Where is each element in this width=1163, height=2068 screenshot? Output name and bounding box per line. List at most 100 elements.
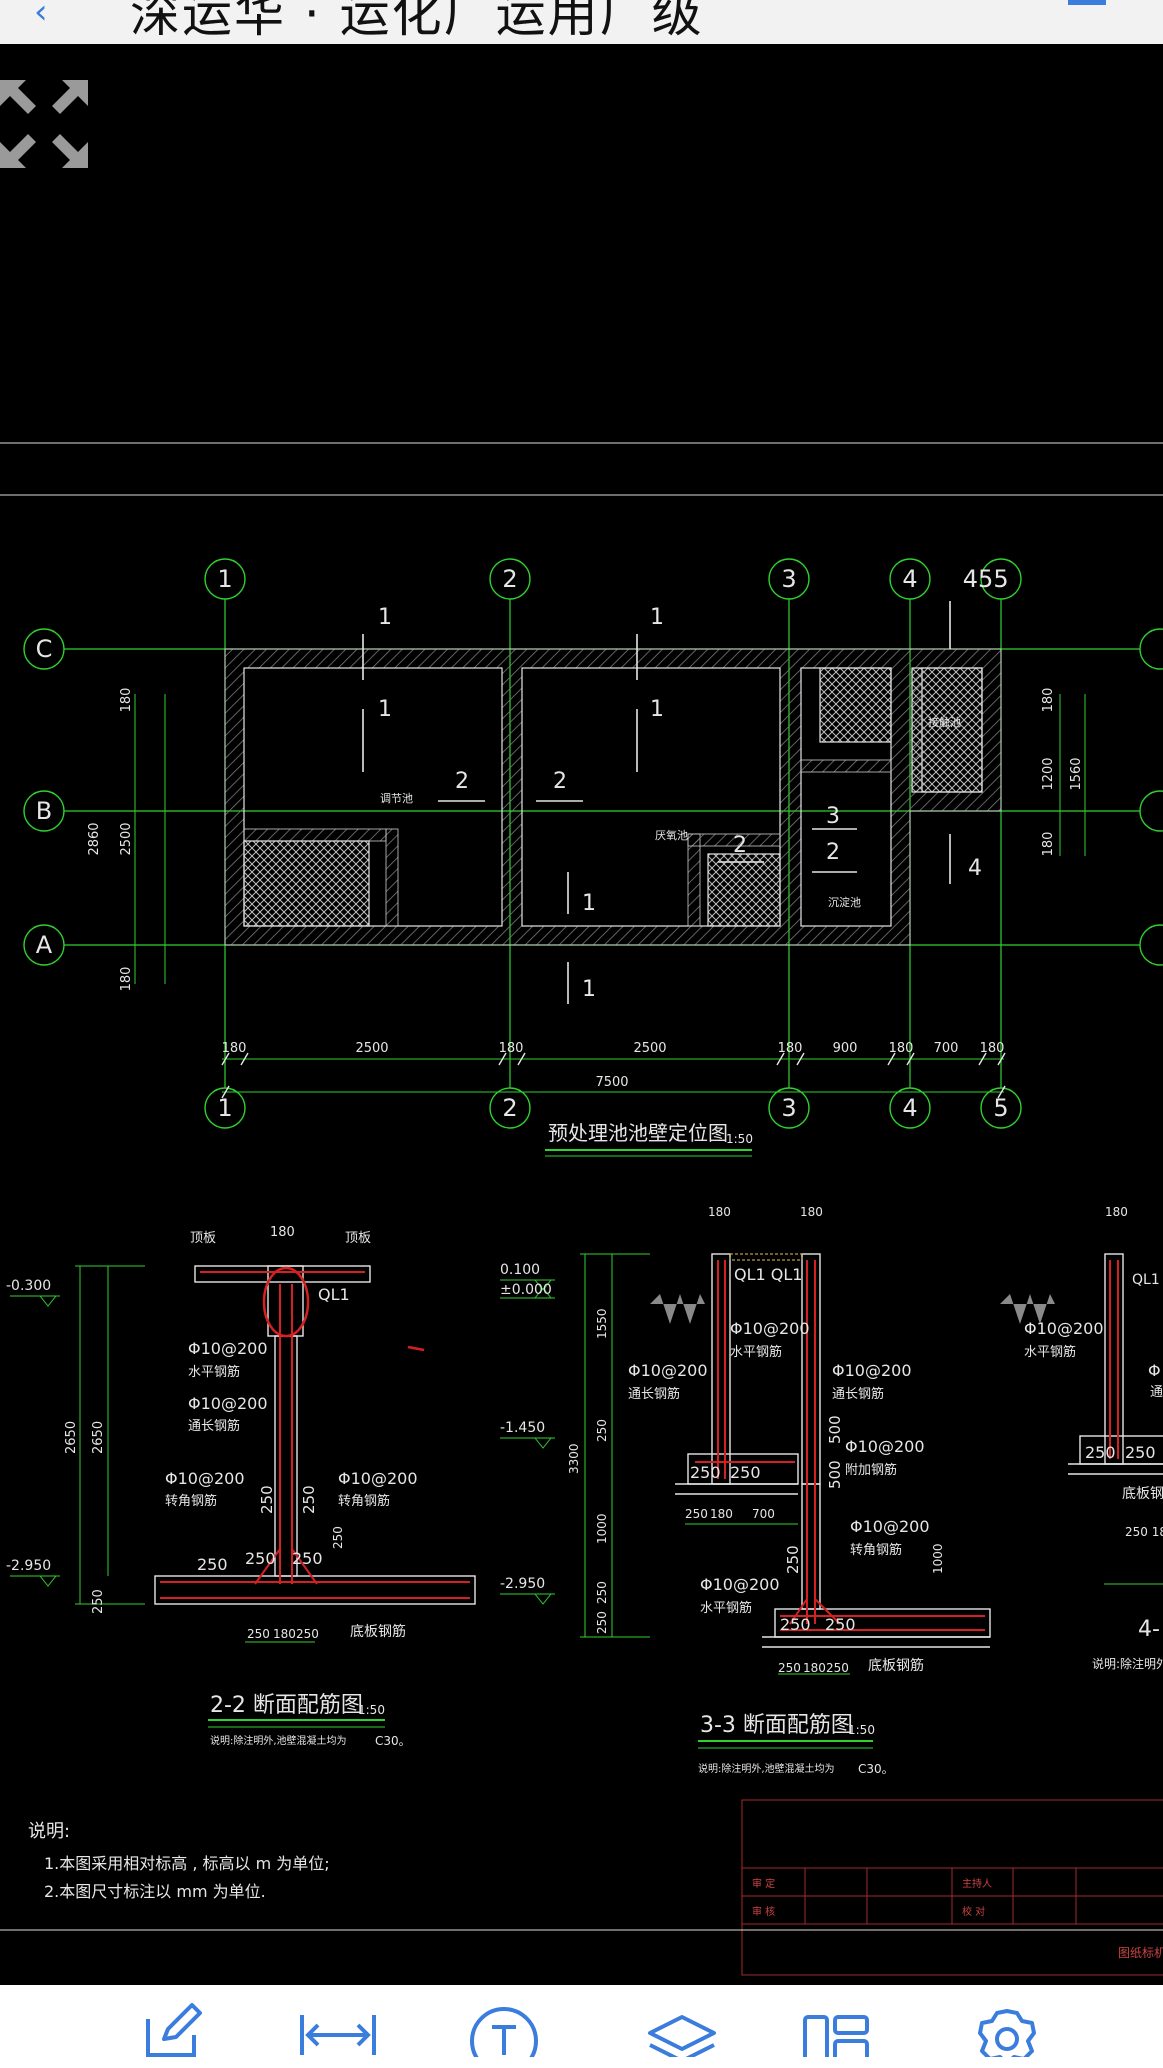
beam-label: QL1 QL1	[734, 1265, 802, 1284]
section-note: 说明:除注明外,池壁混凝土均为	[210, 1734, 347, 1747]
elevation-label: -2.950	[6, 1558, 51, 1574]
dimension-label: 180	[1105, 1205, 1128, 1219]
dimension-label: 1000	[595, 1513, 609, 1544]
dimension-label: 180	[273, 1627, 296, 1641]
cut-mark-label: 2	[553, 769, 567, 794]
dimension-label: 180	[270, 1225, 295, 1240]
text-button[interactable]	[442, 1997, 542, 2068]
dimension-label: 250 18	[1125, 1525, 1163, 1539]
dimension-label: 1000	[931, 1543, 945, 1574]
dimension-label: 180	[119, 967, 134, 992]
dimension-label: 180	[708, 1205, 731, 1219]
titleblock-cell: 校 对	[962, 1905, 985, 1918]
dimension-label: 250	[91, 1589, 106, 1614]
measure-button[interactable]	[276, 1997, 376, 2068]
back-chevron-icon[interactable]: ‹	[34, 0, 48, 32]
axis-label: B	[36, 797, 52, 825]
dimension-label: 250	[780, 1615, 811, 1634]
plan-title: 预处理池池壁定位图	[548, 1121, 728, 1145]
rebar-label: Φ	[1148, 1361, 1161, 1380]
rebar-note: 通	[1150, 1385, 1163, 1400]
section-note-grade: C30。	[375, 1734, 411, 1748]
dimension-label: 180	[889, 1041, 914, 1056]
dimension-label: 250	[825, 1615, 856, 1634]
section-title: 2-2 断面配筋图	[210, 1693, 363, 1718]
rebar-note: 水平钢筋	[730, 1344, 782, 1360]
dimension-label: 2650	[64, 1421, 79, 1454]
dimension-label: 250	[595, 1611, 609, 1634]
dimension-label: 180	[778, 1041, 803, 1056]
fullscreen-icon[interactable]	[0, 80, 88, 168]
dimension-label: 500	[826, 1460, 844, 1489]
dimension-label: 2650	[91, 1421, 106, 1454]
rebar-note: 通长钢筋	[832, 1386, 884, 1402]
section-scale: 1:50	[848, 1723, 875, 1737]
elevation-label: -2.950	[500, 1576, 545, 1592]
document-title: 深运华 · 运化厂运用厂级	[130, 0, 704, 43]
slab-label: 顶板	[190, 1231, 216, 1246]
dimension-label: 1200	[1041, 757, 1056, 790]
rebar-note: 通长钢筋	[188, 1418, 240, 1434]
cut-mark-label: 1	[378, 697, 392, 722]
section-note: 说明:除注明外,池壁混凝土均为	[698, 1762, 835, 1775]
axis-label: 1	[217, 565, 232, 593]
dimension-label: 250	[296, 1627, 319, 1641]
room-label: 接触池	[928, 715, 961, 729]
edit-button[interactable]	[118, 1997, 218, 2068]
section-scale: 1:50	[358, 1703, 385, 1717]
cut-mark-label: 1	[650, 697, 664, 722]
measure-icon	[300, 2015, 376, 2055]
rebar-label: Φ10@200	[188, 1339, 268, 1358]
rebar-note: 水平钢筋	[188, 1364, 240, 1380]
notes-line: 1.本图采用相对标高 , 标高以 m 为单位;	[44, 1854, 330, 1873]
cut-mark-label: 4	[968, 856, 982, 881]
dimension-label: 2500	[633, 1041, 666, 1056]
dimension-label: 250	[730, 1463, 761, 1482]
cut-mark-label: 2	[826, 840, 840, 865]
plan-view: 1 1 1 1 2 2 2 2 3 4 1 1 调节池 厌氧池 沉淀池 接触池	[23, 558, 1163, 1157]
dimension-label: 900	[833, 1041, 858, 1056]
elevation-label: 0.100	[500, 1262, 540, 1278]
axis-label: 5	[993, 1094, 1008, 1122]
section-4-partial: 180 QL1 Φ10@200 水平钢筋 Φ 通 250 250 底板钢 250…	[1024, 1205, 1163, 1671]
layers-button[interactable]	[620, 1997, 720, 2068]
dimension-label: 250	[595, 1581, 609, 1604]
rebar-note: 水平钢筋	[700, 1600, 752, 1616]
cut-mark-label: 1	[650, 605, 664, 630]
dimension-label: 180	[222, 1041, 247, 1056]
rebar-label: Φ10@200	[188, 1394, 268, 1413]
settings-button[interactable]	[940, 1997, 1040, 2068]
slab-label: 顶板	[345, 1231, 371, 1246]
menu-indicator[interactable]	[1068, 0, 1106, 5]
rebar-note: 转角钢筋	[338, 1493, 390, 1509]
pencil-icon	[146, 2003, 202, 2057]
top-bar: ‹ 深运华 · 运化厂运用厂级	[0, 0, 1163, 44]
dimension-label: 250	[1085, 1443, 1116, 1462]
dimension-label: 250	[300, 1485, 318, 1514]
dimension-label: 250	[778, 1661, 801, 1675]
dimension-label: 2500	[119, 822, 134, 855]
dimension-label: 250	[331, 1526, 345, 1549]
axis-label: 1	[217, 1094, 232, 1122]
dimension-label: 700	[934, 1041, 959, 1056]
cut-mark-label: 1	[582, 977, 596, 1002]
dimension-label: 180	[803, 1661, 826, 1675]
rebar-label: Φ10@200	[845, 1437, 925, 1456]
rebar-label: Φ10@200	[850, 1517, 930, 1536]
rebar-note: 转角钢筋	[850, 1542, 902, 1558]
rebar-label: Φ10@200	[1024, 1319, 1104, 1338]
drawing-canvas[interactable]: 1 1 1 1 2 2 2 2 3 4 1 1 调节池 厌氧池 沉淀池 接触池	[0, 44, 1163, 1985]
annotation-circle	[262, 1266, 310, 1338]
rebar-note: 底板钢	[1122, 1486, 1163, 1502]
notes-line: 2.本图尺寸标注以 mm 为单位.	[44, 1882, 266, 1901]
axis-label: C	[36, 635, 53, 663]
dimension-label: 180	[499, 1041, 524, 1056]
axis-label: A	[36, 931, 53, 959]
dimension-label: 250	[245, 1549, 276, 1568]
titleblock-cell: 审 核	[752, 1905, 775, 1918]
layout-button[interactable]	[775, 1997, 875, 2068]
title-block: 审 定 主持人 审 核 校 对 图纸标机	[0, 1799, 1163, 1976]
cut-mark-label: 2	[733, 833, 747, 858]
dimension-label: 250	[826, 1661, 849, 1675]
axis-label: 5	[993, 565, 1008, 593]
